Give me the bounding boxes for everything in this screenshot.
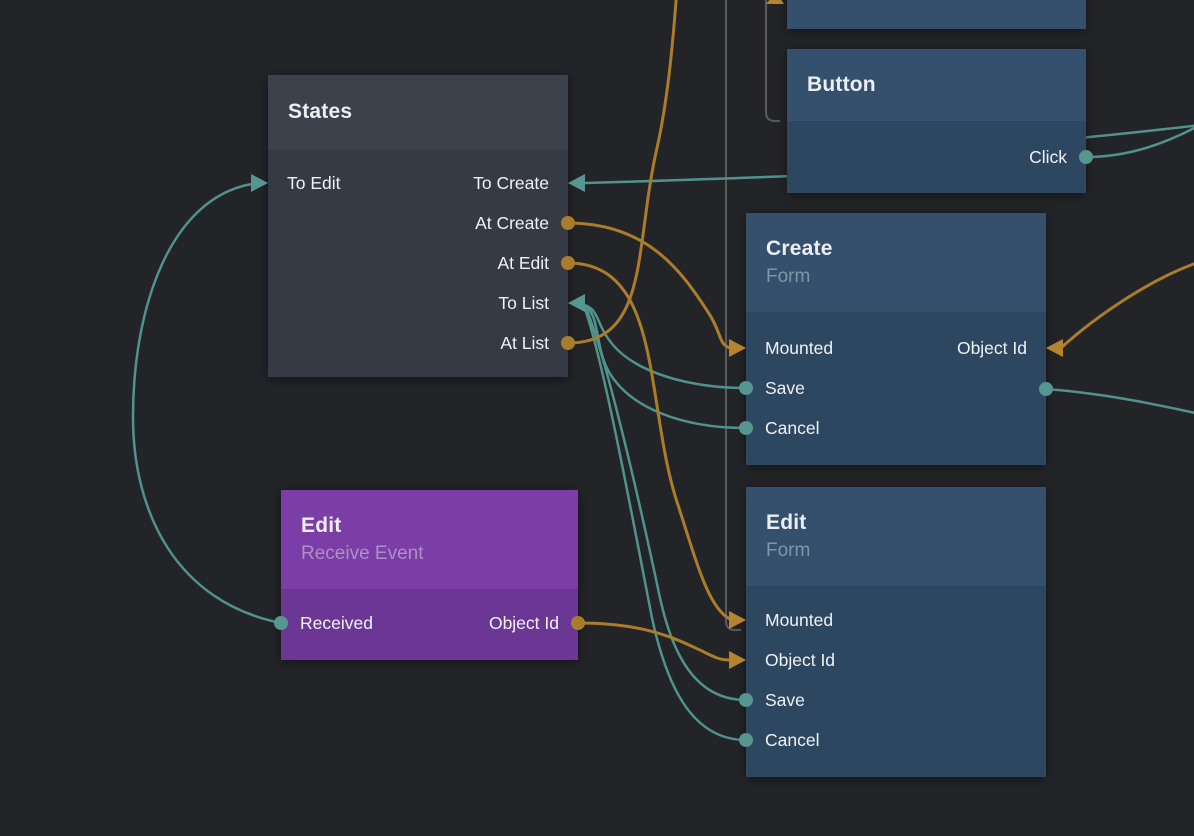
button-node-title: Button bbox=[807, 73, 876, 96]
edit-form-node-subtitle: Form bbox=[766, 540, 811, 561]
port-object-id[interactable]: Object Id bbox=[765, 650, 836, 670]
port-object-id[interactable]: Object Id bbox=[956, 338, 1027, 358]
states-node-title: States bbox=[288, 100, 353, 123]
port-mounted[interactable]: Mounted bbox=[765, 338, 834, 358]
port-at-list[interactable]: At List bbox=[500, 333, 549, 353]
edit-receive-event-node[interactable]: Edit Receive Event Received Object Id bbox=[281, 490, 578, 660]
port-mounted[interactable]: Mounted bbox=[765, 610, 834, 630]
port-save[interactable]: Save bbox=[765, 690, 805, 710]
wire-at-list-to-offscreen-top[interactable] bbox=[567, 0, 678, 345]
edit-receive-event-node-title: Edit bbox=[301, 514, 342, 537]
button-node-header: Button bbox=[787, 49, 1086, 121]
wire-edit-form-cancel-to-states-to-list[interactable] bbox=[583, 308, 747, 742]
wire-edit-form-save-to-states-to-list[interactable] bbox=[584, 307, 747, 702]
button-node[interactable]: Button Click bbox=[787, 49, 1086, 193]
wire-received-to-states-to-edit[interactable] bbox=[131, 182, 282, 625]
create-form-node-title: Create bbox=[766, 237, 833, 260]
port-received[interactable]: Received bbox=[300, 613, 373, 633]
port-to-list[interactable]: To List bbox=[498, 293, 549, 313]
edit-receive-event-node-header: Edit Receive Event bbox=[281, 490, 578, 589]
port-cancel[interactable]: Cancel bbox=[765, 418, 820, 438]
port-at-edit[interactable]: At Edit bbox=[497, 253, 549, 273]
port-save[interactable]: Save bbox=[765, 378, 805, 398]
create-form-node[interactable]: Create Form Mounted Object Id Save Cance… bbox=[746, 213, 1046, 465]
wire-click-to-offscreen-right-1[interactable] bbox=[1085, 124, 1194, 159]
wire-object-id-to-edit-form-object-id[interactable] bbox=[577, 621, 731, 662]
edit-form-node-title: Edit bbox=[766, 511, 807, 534]
partial-node-header bbox=[787, 0, 1086, 29]
wire-create-save-to-offscreen-right[interactable] bbox=[1045, 387, 1194, 414]
create-form-node-header: Create Form bbox=[746, 213, 1046, 312]
wire-at-create-to-create-mounted[interactable] bbox=[567, 221, 731, 350]
wire-offscreen-right-to-create-object-id[interactable] bbox=[1060, 261, 1194, 349]
wire-muted-top-to-edit-form[interactable] bbox=[725, 0, 741, 631]
states-node-header: States bbox=[268, 75, 568, 149]
port-to-create[interactable]: To Create bbox=[473, 173, 549, 193]
wire-create-save-to-states-to-list[interactable] bbox=[584, 303, 747, 390]
port-cancel[interactable]: Cancel bbox=[765, 730, 820, 750]
port-object-id[interactable]: Object Id bbox=[488, 613, 559, 633]
port-at-create[interactable]: At Create bbox=[475, 213, 549, 233]
port-click[interactable]: Click bbox=[1029, 147, 1067, 167]
wire-create-cancel-to-states-to-list[interactable] bbox=[584, 304, 747, 430]
wire-muted-top-to-button[interactable] bbox=[765, 0, 780, 122]
partial-node-top[interactable] bbox=[787, 0, 1086, 29]
wire-at-edit-to-edit-form-mounted[interactable] bbox=[567, 261, 731, 621]
edit-form-node-header: Edit Form bbox=[746, 487, 1046, 586]
edit-form-node[interactable]: Edit Form Mounted Object Id Save Cancel bbox=[746, 487, 1046, 777]
edit-receive-event-node-subtitle: Receive Event bbox=[301, 543, 424, 564]
port-to-edit[interactable]: To Edit bbox=[287, 173, 341, 193]
states-node[interactable]: States To Edit To Create At Create At Ed… bbox=[268, 75, 568, 377]
create-form-node-subtitle: Form bbox=[766, 266, 811, 287]
